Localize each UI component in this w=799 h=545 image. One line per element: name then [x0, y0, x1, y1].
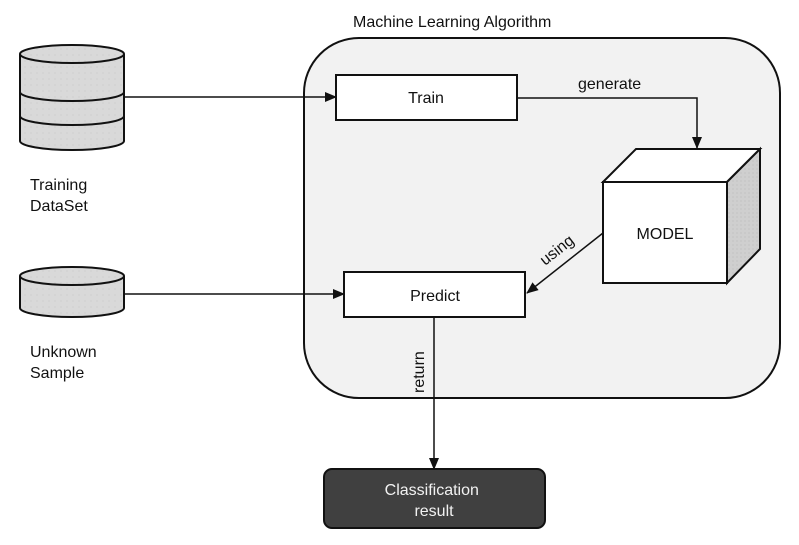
- model-cube: [600, 146, 763, 286]
- classification-result-label: Classification result: [385, 482, 484, 520]
- unknown-sample-db-icon: [19, 266, 125, 318]
- train-box: [335, 74, 518, 121]
- edge-model-to-predict: [526, 232, 604, 294]
- train-label: Train: [408, 90, 444, 107]
- model-label: MODEL: [637, 226, 694, 243]
- training-dataset-db-icon: [19, 44, 125, 151]
- generate-label: generate: [578, 76, 641, 93]
- training-dataset-label: Training DataSet: [30, 177, 92, 215]
- unknown-sample-label: Unknown Sample: [30, 344, 101, 382]
- predict-label: Predict: [410, 288, 460, 305]
- classification-result-box: [323, 468, 546, 529]
- predict-box: [343, 271, 526, 318]
- edge-train-to-model: [517, 97, 702, 149]
- return-label: return: [411, 351, 428, 393]
- container-title: Machine Learning Algorithm: [353, 14, 551, 31]
